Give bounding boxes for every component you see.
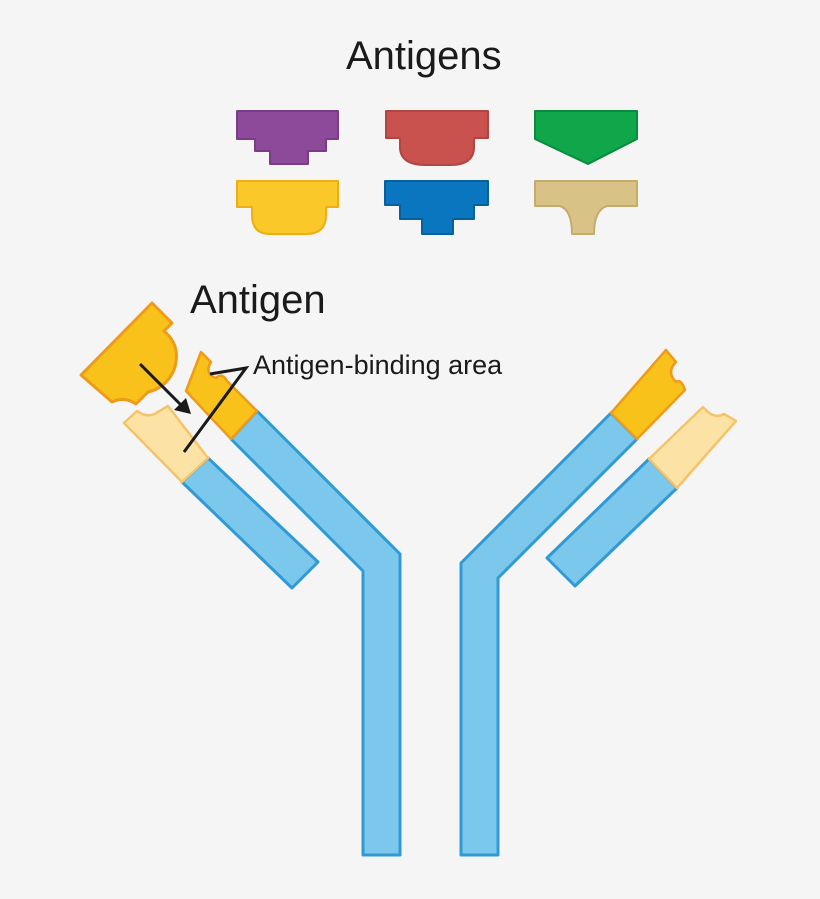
antigen-binding-area-label: Antigen-binding area (253, 350, 503, 380)
heavy-chain-left (229, 409, 402, 857)
binding-arrow-head (174, 398, 191, 414)
bound-antigen (79, 301, 178, 406)
green-antigen (534, 110, 638, 165)
binding-site-right-light (647, 405, 738, 490)
binding-site-left-light (122, 404, 210, 484)
antigen-label: Antigen (190, 278, 326, 322)
antigen-shapes (236, 110, 638, 235)
binding-site-right-heavy (609, 348, 687, 441)
purple-antigen (236, 110, 339, 165)
yellow-antigen (236, 180, 339, 235)
red-antigen (385, 110, 489, 166)
binding-arrow (138, 362, 183, 407)
blue-antigen (384, 180, 489, 235)
binding-area-callout (182, 365, 250, 453)
binding-site-left-heavy (184, 350, 259, 441)
tan-antigen (534, 180, 638, 235)
antigens-title: Antigens (346, 34, 502, 78)
antibody (122, 348, 738, 857)
heavy-chain-right (459, 411, 639, 857)
